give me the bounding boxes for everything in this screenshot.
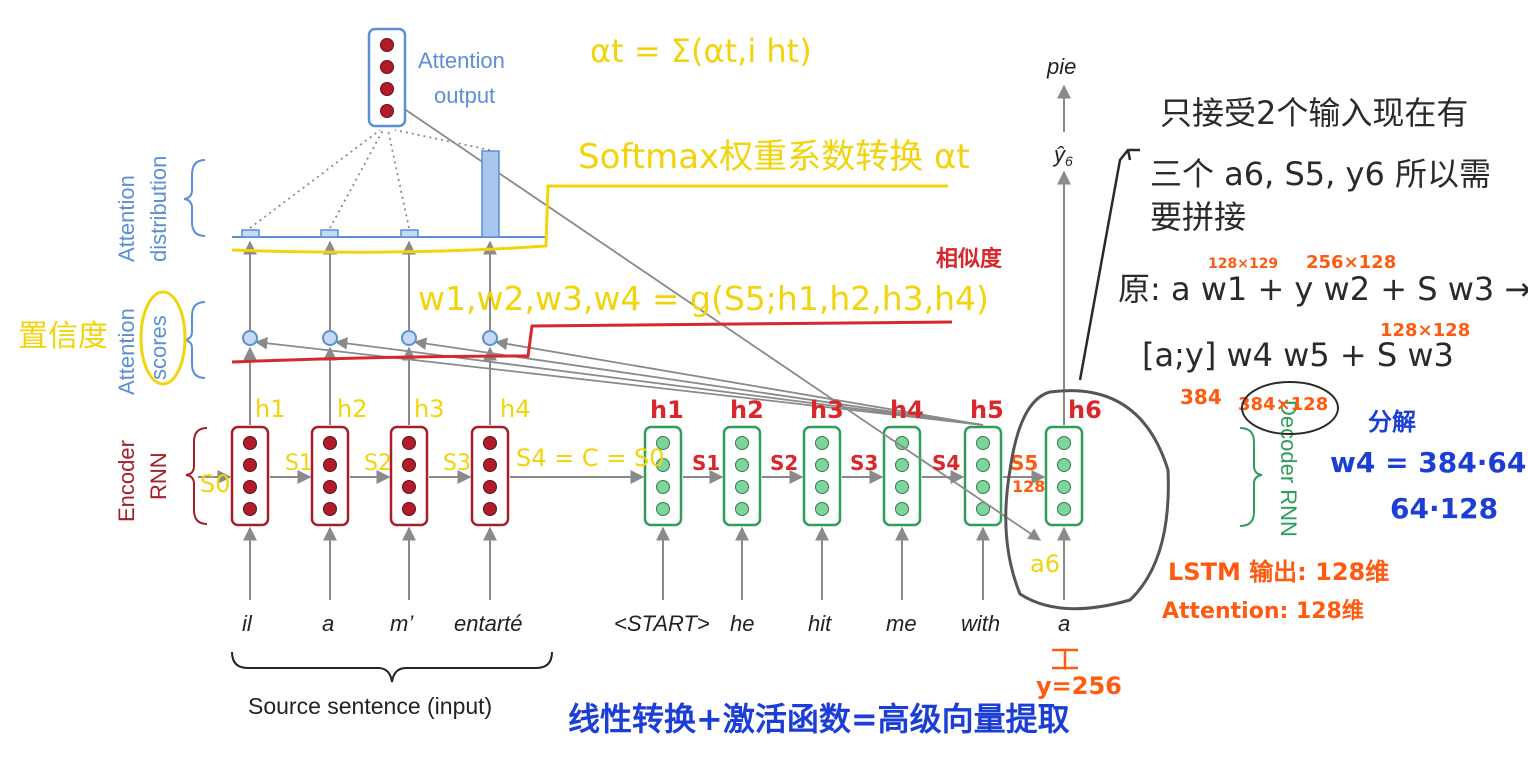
decoder-cell-5 — [963, 425, 1003, 527]
dec-s5: S5 — [1010, 451, 1038, 475]
encoder-cell-3 — [389, 425, 429, 527]
enc-s2: S2 — [364, 451, 392, 476]
enc-h3: h3 — [414, 395, 444, 423]
s4-eq: S4 = C = S0 — [516, 444, 665, 472]
dim-s: 128×128 — [1380, 320, 1470, 341]
encoder-label-2: RNN — [146, 452, 171, 500]
attention-distribution-label-1: Attention — [114, 175, 139, 262]
dim-128-small: 128 — [1012, 477, 1045, 496]
source-brace — [231, 651, 553, 683]
attention-scores-label-1: Attention — [114, 308, 139, 395]
encoder-cell-4 — [470, 425, 510, 527]
enc-h4: h4 — [500, 395, 530, 423]
dec-h2: h2 — [730, 396, 764, 424]
attention-distribution — [232, 150, 545, 238]
similarity-note: 相似度 — [936, 246, 1003, 272]
dec-h5: h5 — [970, 396, 1004, 424]
encoder-rnn — [230, 425, 510, 527]
black-note-line2: 三个 a6, S5, y6 所以需 — [1150, 155, 1491, 193]
decoder-cell-2 — [722, 425, 762, 527]
y-marker — [1052, 648, 1078, 670]
attn-note: Attention: 128维 — [1162, 598, 1364, 624]
enc-h1: h1 — [255, 395, 285, 423]
confidence-note: 置信度 — [18, 319, 108, 354]
lstm-note: LSTM 输出: 128维 — [1168, 558, 1389, 586]
decoder-label: Decoder RNN — [1276, 400, 1301, 537]
attention-weighted-sum-lines — [249, 129, 491, 229]
target-word-6: a — [1058, 611, 1070, 636]
w5-eq: 64·128 — [1390, 492, 1498, 525]
dec-s2: S2 — [770, 451, 798, 475]
dec-s1: S1 — [692, 451, 720, 475]
orig-eq: 原: a w1 + y w2 + S w3 → 128 — [1118, 270, 1528, 308]
enc-s1: S1 — [285, 451, 313, 476]
enc-h2: h2 — [337, 395, 367, 423]
alpha-formula: αt = Σ(αt,i ht) — [590, 32, 812, 70]
decoder-brace — [1239, 427, 1263, 527]
encoder-label-1: Encoder — [114, 440, 139, 522]
softmax-bracket — [231, 184, 948, 254]
softmax-note: Softmax权重系数转换 αt — [578, 137, 970, 177]
source-caption: Source sentence (input) — [248, 693, 492, 719]
concat-eq: [a;y] w4 w5 + S w3 — [1142, 336, 1454, 374]
dec-h1: h1 — [650, 396, 684, 424]
dec-s4: S4 — [932, 451, 960, 475]
attention-output-label-2: output — [434, 83, 495, 108]
dim-a: 128×129 — [1208, 256, 1278, 272]
target-word-3: hit — [808, 611, 832, 636]
black-note-line1: 只接受2个输入现在有 — [1160, 94, 1468, 132]
encoder-to-score-arrows — [243, 240, 497, 425]
scores-circle — [139, 290, 187, 386]
dim-384: 384 — [1180, 385, 1222, 409]
dec-h3: h3 — [810, 396, 844, 424]
input-arrows — [243, 526, 1071, 600]
target-word-2: he — [730, 611, 754, 636]
dim-circle — [1241, 381, 1339, 435]
encoder-brace — [185, 427, 208, 525]
decoder-cell-4 — [882, 425, 922, 527]
source-word-3: m’ — [390, 611, 414, 636]
black-note-line3: 要拼接 — [1150, 198, 1246, 236]
attention-output-label-1: Attention — [418, 48, 505, 73]
dec-h6: h6 — [1068, 396, 1102, 424]
source-word-1: il — [242, 611, 253, 636]
dim-y: 256×128 — [1306, 252, 1396, 273]
dim-384-128: 384×128 — [1238, 394, 1328, 415]
w4-eq: w4 = 384·64 — [1330, 446, 1526, 479]
decoder-cell-3 — [802, 425, 842, 527]
attention-scores — [242, 330, 498, 346]
source-word-2: a — [322, 611, 334, 636]
decompose: 分解 — [1368, 408, 1416, 436]
left-braces — [183, 159, 206, 379]
note-pointer — [1078, 148, 1140, 381]
scores-formula: w1,w2,w3,w4 = g(S5;h1,h2,h3,h4) — [418, 279, 989, 318]
scores-bracket — [231, 320, 953, 364]
dec-s3: S3 — [850, 451, 878, 475]
y-eq: y=256 — [1036, 672, 1122, 700]
enc-s0: S0 — [200, 470, 231, 498]
target-word-1: <START> — [614, 611, 710, 636]
dec-h4: h4 — [890, 396, 924, 424]
decoder-focus-circle — [1004, 389, 1170, 611]
attention-distribution-label-2: distribution — [146, 156, 171, 262]
source-word-4: entarté — [454, 611, 523, 636]
decoder-rnn — [643, 425, 1084, 527]
target-word-5: with — [961, 611, 1000, 636]
decoder-cell-6 — [1044, 425, 1084, 527]
target-word-4: me — [886, 611, 917, 636]
encoder-cell-2 — [310, 425, 350, 527]
attention-scores-label-2: scores — [146, 315, 171, 380]
encoder-cell-1 — [230, 425, 270, 527]
output-word: pie — [1046, 54, 1076, 79]
attention-output-vector — [367, 27, 407, 128]
enc-s3: S3 — [443, 451, 471, 476]
linear-note: 线性转换+激活函数=高级向量提取 — [568, 700, 1070, 738]
decoder-cell-1 — [643, 425, 683, 527]
output-yhat: ŷ6 — [1052, 142, 1073, 169]
a6-label: a6 — [1030, 550, 1060, 578]
